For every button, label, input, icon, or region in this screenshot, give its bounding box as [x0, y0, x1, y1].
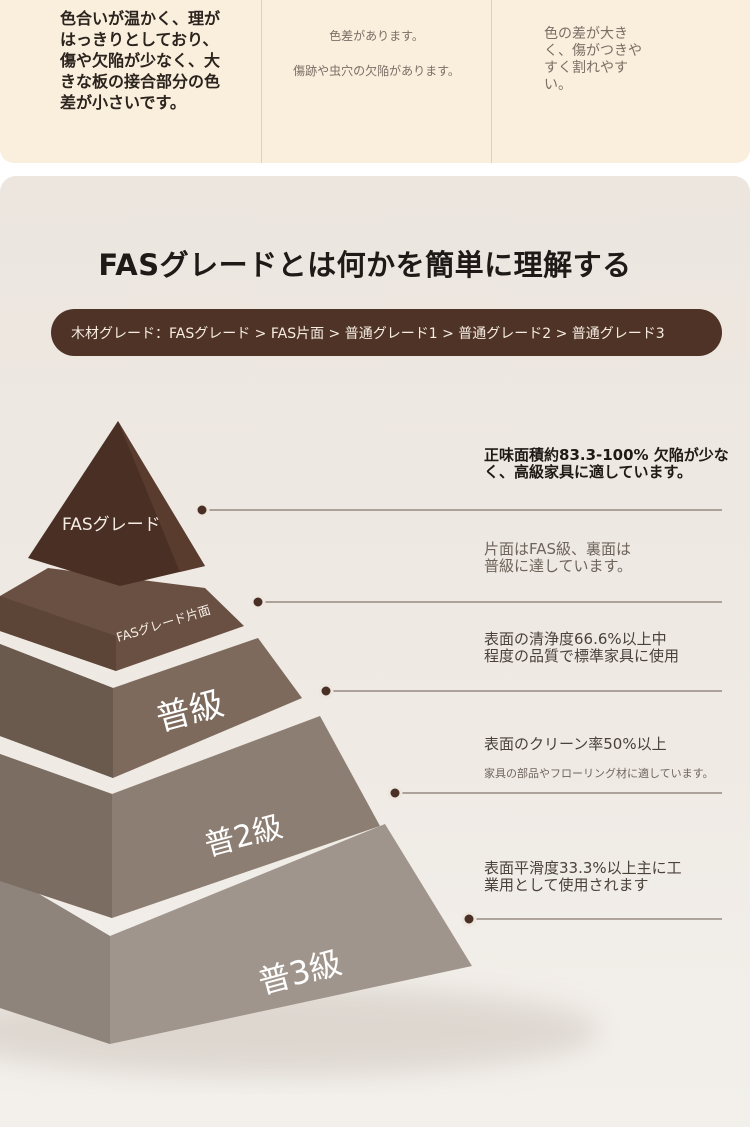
tier1-label: FASグレード: [62, 515, 161, 535]
comparison-col-common2: 色の差が大きく、傷がつきやすく割れやすい。: [492, 0, 750, 163]
grade-desc-common2: 表面のクリーン率50%以上 家具の部品やフローリング材に適しています。: [484, 736, 734, 782]
tier5-front: [0, 824, 472, 1044]
grade-desc-fas: 正味面積約83.3-100% 欠陥が少なく、高級家具に適しています。: [484, 447, 729, 481]
grade-desc-fas-one-face: 片面はFAS級、裏面は普級に達しています。: [484, 541, 644, 575]
tier1-side: [118, 421, 205, 572]
grade-desc-fas-text: 正味面積約83.3-100% 欠陥が少なく、高級家具に適しています。: [484, 446, 729, 481]
common2-description: 色の差が大きく、傷がつきやすく割れやすい。: [544, 26, 642, 93]
grade-order-text: 木材グレード：FASグレード > FAS片面 > 普通グレード1 > 普通グレー…: [71, 325, 665, 342]
common1-line1: 色差があります。: [329, 29, 424, 43]
grade-desc-common3: 表面平滑度33.3%以上主に工業用として使用されます: [484, 860, 684, 894]
grade-desc-common2-main: 表面のクリーン率50%以上: [484, 735, 667, 753]
grade-desc-common1-text: 表面の清浄度66.6%以上中程度の品質で標準家具に使用: [484, 630, 680, 665]
connector-dot-4: [387, 785, 403, 801]
grade-order-bar: 木材グレード：FASグレード > FAS片面 > 普通グレード1 > 普通グレー…: [51, 309, 722, 356]
tier4-left: [0, 754, 112, 918]
connector-dot-1: [194, 502, 210, 518]
connector-dot-5: [461, 911, 477, 927]
column-divider: [491, 0, 492, 163]
grade-pyramid: FASグレード FASグレード片面 普級 普2級 普3級: [0, 421, 722, 1076]
section-title: FASグレードとは何かを簡単に理解する: [98, 248, 632, 282]
comparison-col-fas: 色合いが温かく、理がはっきりとしており、傷や欠陥が少なく、大きな板の接合部分の色…: [0, 0, 261, 163]
connector-dot-3: [318, 683, 334, 699]
connector-dot-2: [250, 594, 266, 610]
fas-grade-section: FASグレードとは何かを簡単に理解する 木材グレード：FASグレード > FAS…: [0, 176, 750, 1127]
grade-desc-common3-text: 表面平滑度33.3%以上主に工業用として使用されます: [484, 859, 682, 894]
grade-desc-common1: 表面の清浄度66.6%以上中程度の品質で標準家具に使用: [484, 631, 679, 665]
grade-desc-fas-one-face-text: 片面はFAS級、裏面は普級に達しています。: [484, 540, 633, 575]
comparison-table: 色合いが温かく、理がはっきりとしており、傷や欠陥が少なく、大きな板の接合部分の色…: [0, 0, 750, 163]
tier3-left: [0, 644, 113, 778]
grade-desc-common2-sub: 家具の部品やフローリング材に適しています。: [484, 767, 714, 780]
tier2-left: [0, 596, 116, 671]
comparison-col-common1: 色差があります。 傷跡や虫穴の欠陥があります。: [262, 0, 491, 163]
column-divider: [261, 0, 262, 163]
tier5-left: [0, 871, 110, 1044]
common1-line2: 傷跡や虫穴の欠陥があります。: [293, 64, 460, 78]
fas-description: 色合いが温かく、理がはっきりとしており、傷や欠陥が少なく、大きな板の接合部分の色…: [60, 9, 221, 112]
tier1-front: [28, 421, 205, 586]
